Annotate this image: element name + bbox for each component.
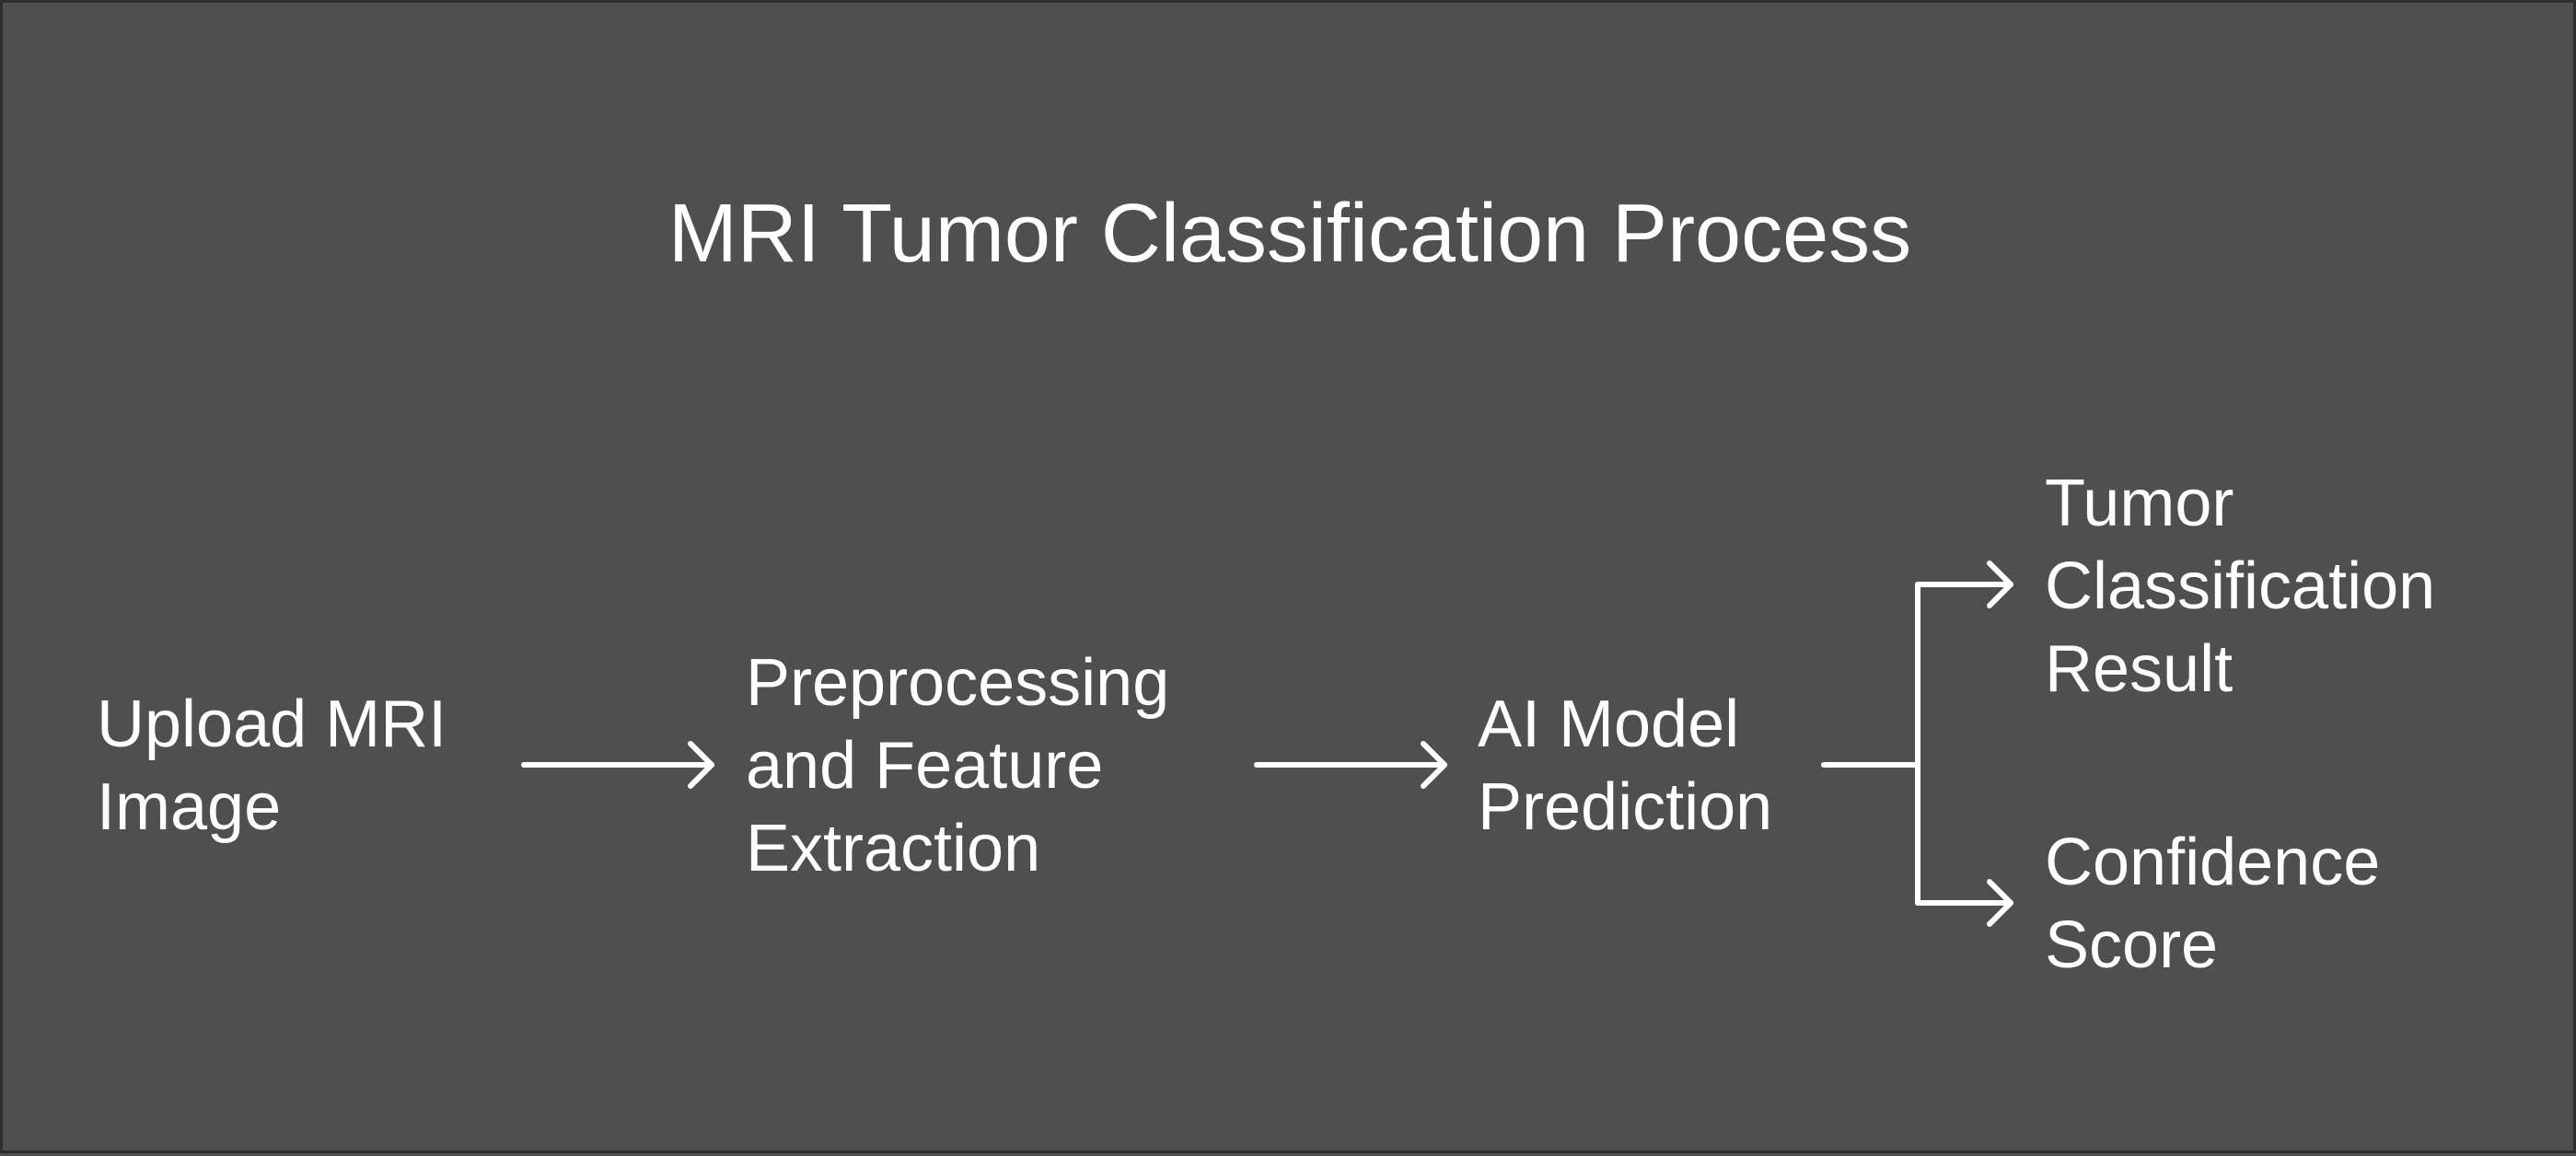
arrow-to-tumor-classification [1915,561,2013,608]
branch-connector [1821,582,1920,906]
output-confidence-line-1: Confidence [2045,826,2381,899]
step-upload-mri-line-2: Image [97,770,282,844]
step-preprocessing-line-1: Preprocessing [746,646,1170,720]
step-preprocessing: Preprocessing and Feature Extraction [746,642,1169,890]
diagram-title: MRI Tumor Classification Process [667,188,1912,280]
step-preprocessing-line-3: Extraction [746,812,1041,885]
step-ai-model-prediction: AI Model Prediction [1478,683,1772,849]
output-tumor-line-3: Result [2045,632,2234,706]
step-upload-mri: Upload MRI Image [97,683,447,849]
arrow-to-confidence-score [1915,879,2013,927]
step-ai-model-line-1: AI Model [1478,688,1740,761]
output-confidence-line-2: Score [2045,908,2219,982]
step-preprocessing-line-2: and Feature [746,729,1104,803]
step-upload-mri-line-1: Upload MRI [97,688,447,761]
arrow-upload-to-preprocessing [521,741,714,789]
step-ai-model-line-2: Prediction [1478,770,1773,844]
arrow-preprocessing-to-ai-model [1254,741,1447,789]
output-tumor-line-2: Classification [2045,549,2436,623]
output-tumor-line-1: Tumor [2045,467,2234,540]
output-tumor-classification: Tumor Classification Result [2045,462,2435,711]
output-confidence-score: Confidence Score [2045,821,2380,987]
